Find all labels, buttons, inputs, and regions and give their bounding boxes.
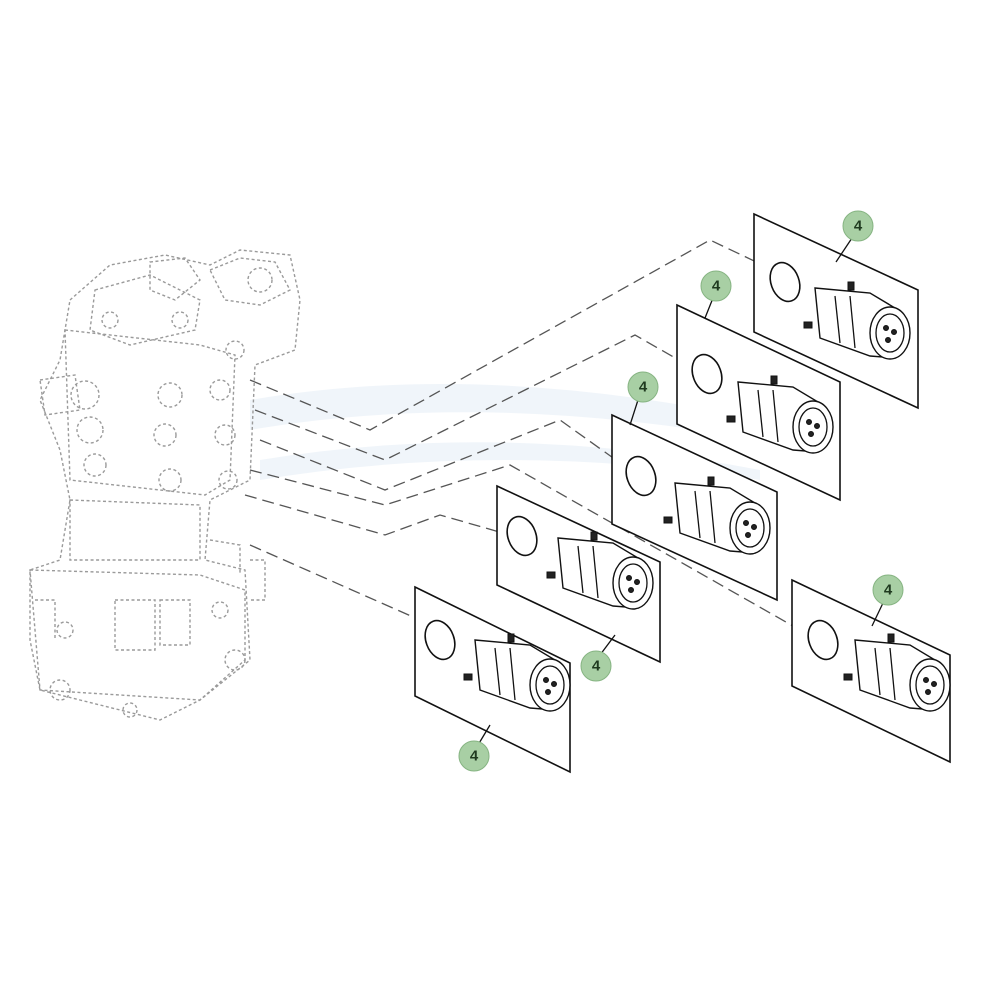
callout-label: 4 xyxy=(592,658,601,675)
o-ring xyxy=(769,261,801,303)
callout: 4 xyxy=(580,650,612,682)
solenoid-cartridge xyxy=(463,633,571,712)
solenoid-part-group xyxy=(496,484,661,664)
o-ring xyxy=(506,515,538,557)
leader-line xyxy=(249,239,791,431)
leader-line xyxy=(249,464,801,631)
solenoid-cartridge xyxy=(803,281,911,360)
solenoid-cartridge xyxy=(546,531,654,610)
leader-line xyxy=(249,544,421,621)
callout-label: 4 xyxy=(854,218,863,235)
callout-label: 4 xyxy=(639,379,648,396)
callout-label: 4 xyxy=(884,582,893,599)
o-ring xyxy=(424,619,456,661)
solenoid-part-group xyxy=(791,578,951,764)
callout-pointers xyxy=(477,237,884,746)
leader-lines xyxy=(244,239,801,631)
solenoid-cartridge xyxy=(843,633,951,712)
solenoid-part-group xyxy=(611,413,778,602)
callout-badge xyxy=(580,650,612,682)
callout: 4 xyxy=(458,740,490,772)
callout: 4 xyxy=(842,210,874,242)
callout: 4 xyxy=(872,574,904,606)
callout-badge xyxy=(458,740,490,772)
o-ring xyxy=(691,353,723,395)
solenoid-part-group xyxy=(414,585,571,774)
valve-body-assembly xyxy=(29,249,301,721)
callout-badge xyxy=(842,210,874,242)
leader-line xyxy=(259,419,631,491)
solenoid-cartridge xyxy=(726,375,834,454)
solenoid-cartridge xyxy=(663,476,771,555)
leader-line xyxy=(244,494,511,536)
leader-line xyxy=(254,334,706,461)
callout-label: 4 xyxy=(470,748,479,765)
callout: 4 xyxy=(700,270,732,302)
o-ring xyxy=(807,619,839,661)
callout-badge xyxy=(872,574,904,606)
callout-badge xyxy=(627,371,659,403)
callout-label: 4 xyxy=(712,278,721,295)
callout-badge xyxy=(700,270,732,302)
callout: 4 xyxy=(627,371,659,403)
o-ring xyxy=(625,455,657,497)
solenoid-part-group xyxy=(676,303,841,502)
solenoid-part-group xyxy=(753,212,919,410)
